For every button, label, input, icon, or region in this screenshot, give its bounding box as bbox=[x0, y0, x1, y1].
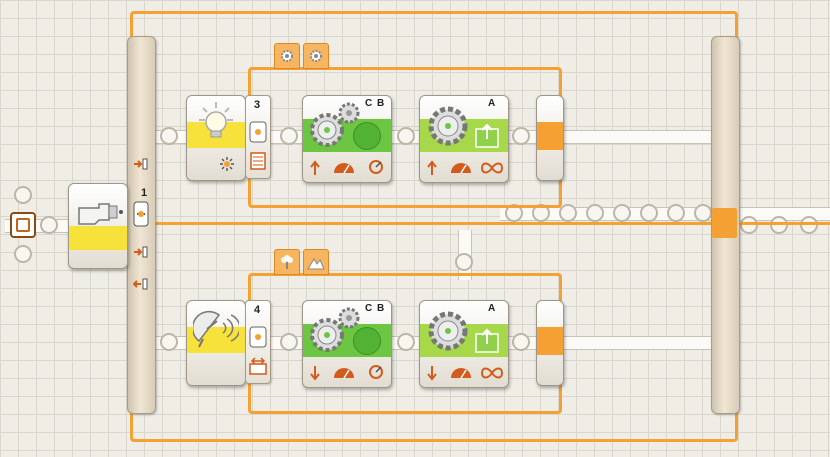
wire-ring bbox=[800, 216, 818, 234]
motor-port-label: A bbox=[488, 98, 497, 109]
wire-ring bbox=[512, 333, 530, 351]
light-sensor-block[interactable] bbox=[186, 95, 246, 181]
arrow-up-icon bbox=[310, 160, 320, 175]
flower-icon[interactable] bbox=[274, 249, 300, 275]
infinity-icon bbox=[480, 162, 504, 174]
wire-ring bbox=[559, 204, 577, 222]
infinity-icon bbox=[480, 367, 504, 379]
loop-end-block-top[interactable] bbox=[536, 95, 564, 181]
wire-ring bbox=[40, 216, 58, 234]
bottom-loop-frame[interactable] bbox=[248, 273, 562, 414]
gears-icon bbox=[310, 102, 360, 147]
rotation-icon bbox=[369, 365, 383, 379]
arrow-down-icon bbox=[310, 366, 320, 381]
plug-out-icon bbox=[249, 326, 267, 348]
plug-in-icon[interactable] bbox=[133, 245, 149, 259]
list-icon bbox=[250, 152, 266, 170]
wire-ring bbox=[397, 127, 415, 145]
plug-out-icon[interactable] bbox=[131, 200, 151, 228]
power-meter-icon bbox=[451, 163, 471, 174]
wire-ring bbox=[586, 204, 604, 222]
wire-ring bbox=[280, 127, 298, 145]
plug-out-icon[interactable] bbox=[133, 277, 149, 291]
wire-ring bbox=[14, 245, 32, 263]
switch-plug-number: 1 bbox=[141, 187, 148, 199]
wire-ring bbox=[740, 216, 758, 234]
motor-return-icon bbox=[475, 328, 499, 353]
hand-pointer-icon bbox=[78, 203, 123, 225]
power-meter-icon bbox=[334, 368, 354, 379]
wire-ring bbox=[160, 333, 178, 351]
data-wire bbox=[145, 222, 830, 225]
motor-a-block[interactable]: A bbox=[419, 95, 509, 183]
motor-port-label: C B bbox=[365, 303, 386, 314]
ultrasonic-sensor-block[interactable] bbox=[186, 300, 246, 386]
sensor-port-number: 3 bbox=[254, 99, 261, 111]
wire-ring bbox=[280, 333, 298, 351]
switch-condition-block[interactable] bbox=[68, 183, 128, 269]
lightbulb-icon bbox=[199, 102, 233, 138]
mountain-icon[interactable] bbox=[303, 249, 329, 275]
power-indicator bbox=[353, 327, 381, 355]
motor-a-block[interactable]: A bbox=[419, 300, 509, 388]
sensor-data-hub[interactable]: 4 bbox=[245, 300, 271, 384]
wire-ring bbox=[160, 127, 178, 145]
arrow-down-icon bbox=[427, 366, 437, 381]
wire-ring bbox=[667, 204, 685, 222]
rotation-icon bbox=[369, 160, 383, 174]
wire-ring bbox=[397, 333, 415, 351]
loop-end-block-bottom[interactable] bbox=[536, 300, 564, 386]
wire-ring bbox=[512, 127, 530, 145]
gear-icon bbox=[428, 106, 468, 146]
plug-in-icon[interactable] bbox=[133, 157, 149, 171]
gears-icon bbox=[310, 307, 360, 352]
motor-port-label: C B bbox=[365, 98, 386, 109]
gear-icon[interactable] bbox=[303, 43, 329, 69]
loop-plug bbox=[712, 208, 737, 238]
top-loop-frame[interactable] bbox=[248, 67, 562, 208]
program-start-icon[interactable] bbox=[10, 212, 36, 238]
gear-icon bbox=[428, 311, 468, 351]
motor-return-icon bbox=[475, 123, 499, 148]
wire-ring bbox=[14, 186, 32, 204]
light-burst-icon bbox=[220, 157, 234, 171]
motor-cb-block[interactable]: C B bbox=[302, 300, 392, 388]
wire-ring bbox=[770, 216, 788, 234]
power-meter-icon bbox=[451, 368, 471, 379]
power-meter-icon bbox=[334, 163, 354, 174]
wire-ring bbox=[455, 253, 473, 271]
sensor-data-hub[interactable]: 3 bbox=[245, 95, 271, 179]
motor-cb-block[interactable]: C B bbox=[302, 95, 392, 183]
wire-ring bbox=[613, 204, 631, 222]
motor-port-label: A bbox=[488, 303, 497, 314]
sensor-port-number: 4 bbox=[254, 304, 261, 316]
plug-out-icon bbox=[249, 121, 267, 143]
arrow-up-icon bbox=[427, 160, 437, 175]
wire-ring bbox=[640, 204, 658, 222]
power-indicator bbox=[353, 122, 381, 150]
distance-icon bbox=[249, 357, 267, 375]
ultrasonic-dish-icon bbox=[193, 310, 239, 348]
gear-icon[interactable] bbox=[274, 43, 300, 69]
